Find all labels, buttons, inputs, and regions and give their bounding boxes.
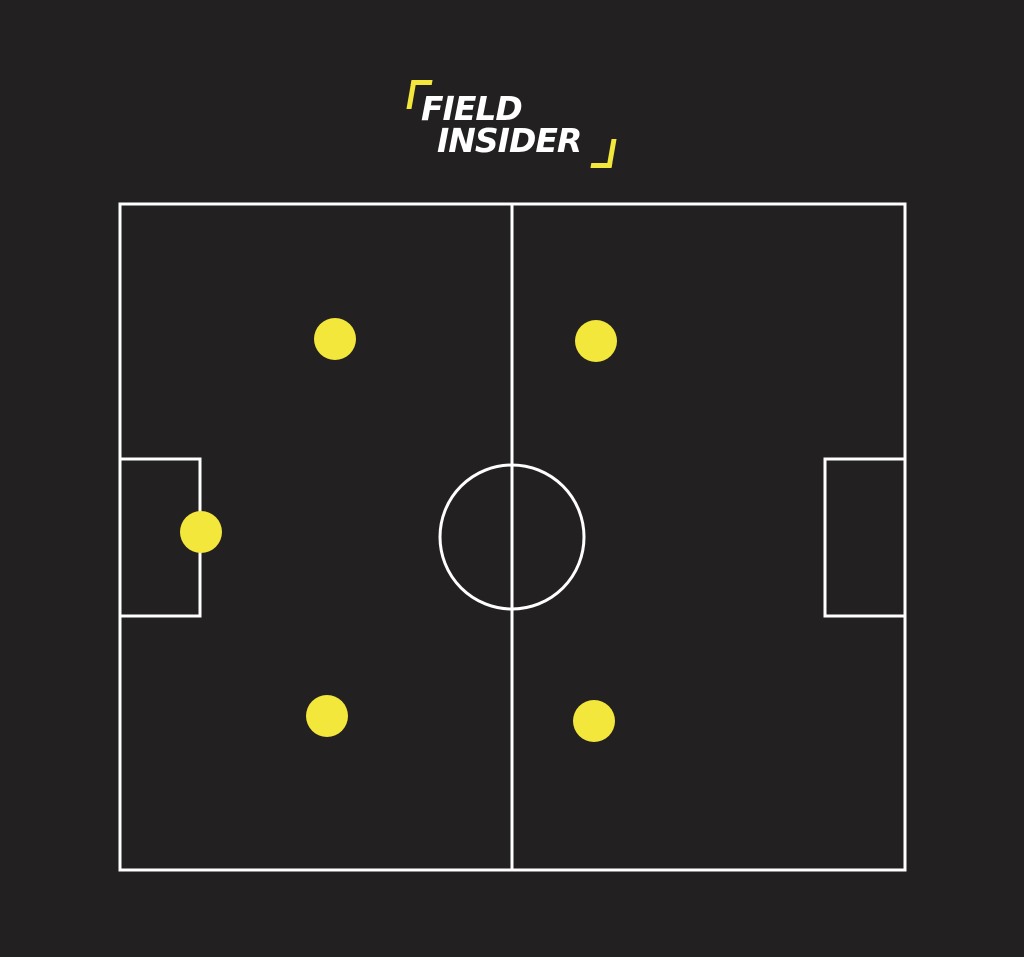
player-goalkeeper [180,511,222,553]
logo-word-insider: INSIDER [437,121,582,160]
player-right-bottom [573,700,615,742]
field-insider-logo: FIELD INSIDER [405,76,620,172]
center-circle [438,463,586,611]
player-left-top [314,318,356,360]
player-right-top [575,320,617,362]
logo-word-field: FIELD [421,89,523,128]
right-penalty-area [823,457,907,618]
player-left-bottom [306,695,348,737]
